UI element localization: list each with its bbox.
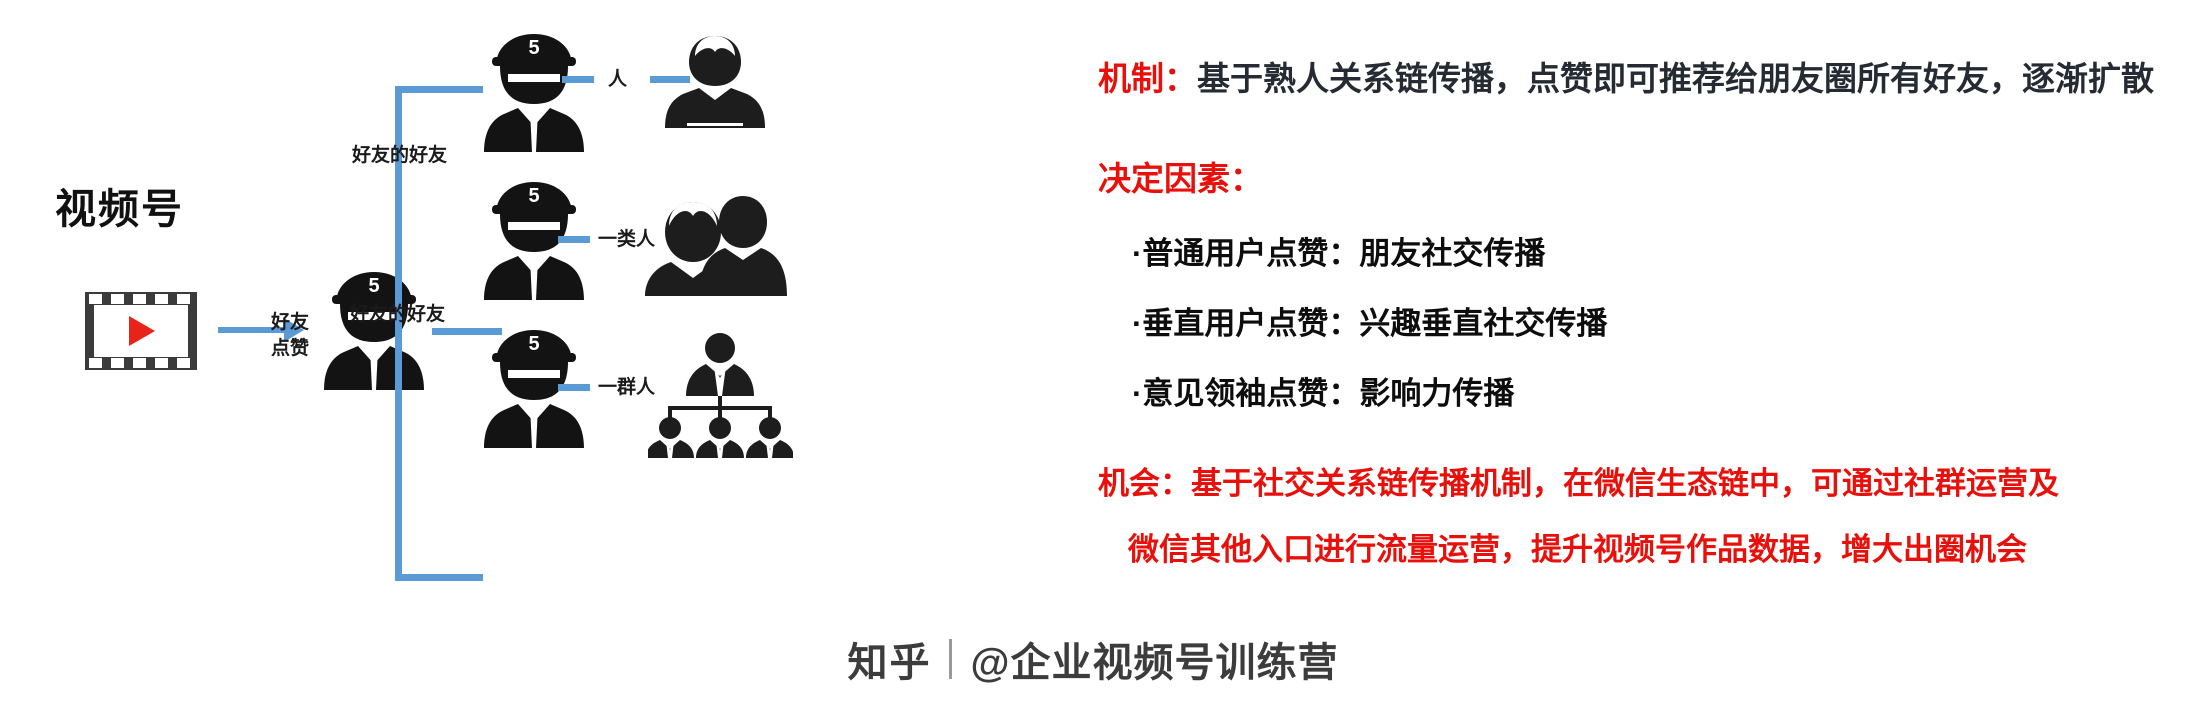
svg-text:5: 5 (528, 333, 539, 355)
factor-bullet-1: ·普通用户点赞：朋友社交传播 (1132, 236, 1546, 271)
connector-spine-top (395, 86, 402, 386)
video-film-icon (85, 292, 197, 370)
opportunity-head: 机会： (1098, 466, 1191, 501)
flow-arrow-line (218, 327, 286, 333)
flow-arrow-label-line2: 点赞 (270, 337, 309, 359)
mechanism-head: 机制： (1098, 60, 1197, 97)
connector-branch-middle (432, 328, 483, 335)
branch-3-label: 一群人 (598, 377, 656, 398)
mechanism-body: 基于熟人关系链传播，点赞即可推荐给朋友圈所有好友，逐渐扩散 (1197, 60, 2154, 97)
watermark-handle: @企业视频号训练营 (970, 641, 1339, 685)
factors-head: 决定因素： (1098, 152, 1263, 200)
watermark: 知乎 @企业视频号训练营 (0, 630, 2186, 688)
opportunity-line-2: 微信其他入口进行流量运营，提升视频号作品数据，增大出圈机会 (1128, 532, 2027, 567)
svg-text:5: 5 (528, 185, 539, 207)
flow-arrow-label-line1: 好友 (270, 312, 309, 333)
mechanism-line: 机制：基于熟人关系链传播，点赞即可推荐给朋友圈所有好友，逐渐扩散 (1098, 52, 2154, 100)
branch-2-link-left (558, 236, 590, 243)
tier-label-bottom: 好友的好友 (350, 304, 446, 325)
connector-spine-bottom (395, 328, 402, 581)
branch-2-label: 一类人 (598, 229, 656, 250)
branch-2-capped-person-icon: 5 (478, 178, 590, 304)
diagram-title: 视频号 (55, 186, 184, 232)
watermark-divider (949, 639, 953, 679)
single-person-at-laptop-icon (655, 32, 775, 132)
factors-head-text: 决定因素： (1098, 160, 1263, 197)
svg-text:5: 5 (368, 275, 379, 297)
flow-arrow-label: 好友 点赞 (240, 310, 340, 361)
explanation-panel: 机制：基于熟人关系链传播，点赞即可推荐给朋友圈所有好友，逐渐扩散 决定因素： ·… (1090, 0, 2186, 702)
branch-1-capped-person-icon: 5 (478, 30, 590, 156)
branch-1-link-left (562, 76, 594, 83)
svg-text:5: 5 (528, 37, 539, 59)
root-capped-person-icon: 5 (318, 268, 430, 394)
opportunity-line-1: 机会：基于社交关系链传播机制，在微信生态链中，可通过社群运营及 (1098, 458, 2059, 503)
branch-3-capped-person-icon: 5 (478, 326, 590, 452)
connector-branch-bottom (395, 574, 483, 581)
tier-label-top: 好友的好友 (352, 145, 448, 166)
two-people-icon (645, 190, 790, 300)
opportunity-body-1: 基于社交关系链传播机制，在微信生态链中，可通过社群运营及 (1191, 466, 2059, 501)
connector-branch-top (395, 86, 483, 93)
branch-1-label: 人 (608, 69, 628, 90)
flow-arrow-head (284, 318, 304, 342)
branch-3-link-left (558, 384, 590, 391)
propagation-diagram: 视频号 好友 点赞 (0, 0, 1090, 702)
factor-bullet-3: ·意见领袖点赞：影响力传播 (1132, 376, 1515, 411)
org-chart-group-icon (648, 330, 793, 460)
zhihu-logo: 知乎 (847, 641, 932, 685)
branch-1-link-right (650, 76, 690, 83)
factor-bullet-2: ·垂直用户点赞：兴趣垂直社交传播 (1132, 306, 1608, 341)
